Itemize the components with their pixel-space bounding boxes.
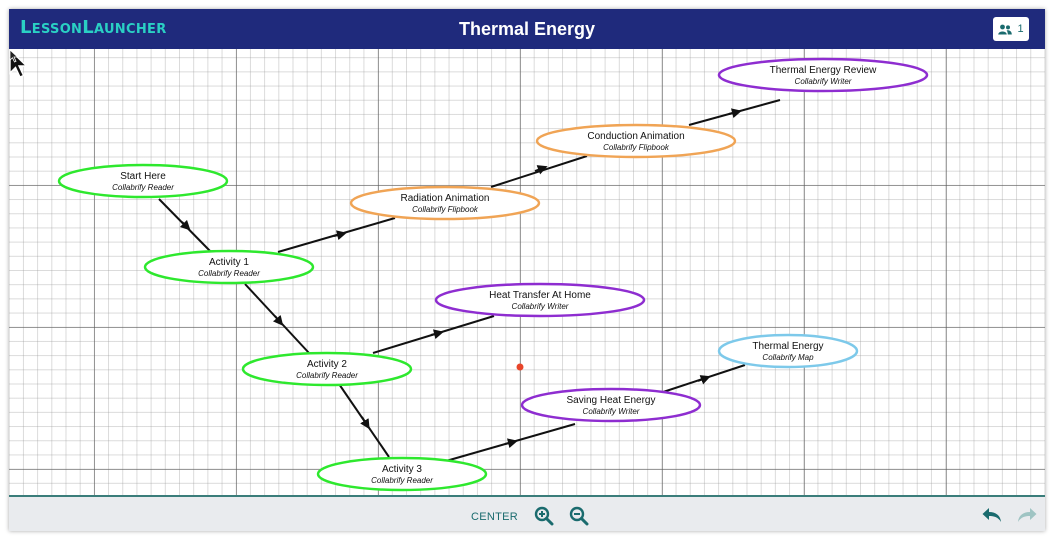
node-title: Thermal Energy: [752, 341, 823, 352]
zoom-in-icon[interactable]: [534, 506, 554, 526]
node-activity-1[interactable]: Activity 1 Collabrify Reader: [143, 249, 315, 285]
users-button[interactable]: 1: [993, 17, 1029, 41]
lessonlauncher-logo[interactable]: LessonLauncher: [20, 17, 167, 38]
node-title: Activity 1: [209, 257, 249, 268]
redo-icon[interactable]: [1016, 505, 1038, 525]
node-title: Start Here: [120, 171, 166, 182]
undo-icon[interactable]: [981, 505, 1003, 525]
node-type: Collabrify Map: [762, 353, 814, 362]
node-activity-3[interactable]: Activity 3 Collabrify Reader: [316, 456, 488, 492]
node-saving-heat-energy[interactable]: Saving Heat Energy Collabrify Writer: [520, 387, 702, 423]
app-window: LessonLauncher Thermal Energy 1: [9, 9, 1045, 531]
pointer-cursor-icon: [9, 49, 19, 63]
node-start-here[interactable]: Start Here Collabrify Reader: [57, 163, 229, 199]
node-activity-2[interactable]: Activity 2 Collabrify Reader: [241, 351, 413, 387]
page-title: Thermal Energy: [458, 19, 596, 39]
node-type: Collabrify Reader: [371, 476, 433, 485]
node-type: Collabrify Writer: [795, 77, 852, 86]
node-title: Heat Transfer At Home: [489, 290, 591, 301]
node-title: Saving Heat Energy: [567, 395, 656, 406]
connector-saving-thermal-map[interactable]: [653, 364, 746, 396]
connector-activity2-activity3[interactable]: [338, 383, 390, 458]
connector-start-activity1[interactable]: [158, 198, 212, 253]
node-conduction-animation[interactable]: Conduction Animation Collabrify Flipbook: [535, 123, 737, 159]
node-title: Activity 3: [382, 464, 422, 475]
node-type: Collabrify Writer: [512, 302, 569, 311]
node-title: Conduction Animation: [587, 131, 684, 142]
node-type: Collabrify Reader: [296, 371, 358, 380]
users-count: 1: [1017, 23, 1024, 35]
canvas-toolbar: CENTER: [9, 495, 1045, 531]
connector-radiation-conduction[interactable]: [490, 155, 588, 188]
connector-activity1-activity2[interactable]: [244, 283, 310, 354]
node-radiation-animation[interactable]: Radiation Animation Collabrify Flipbook: [349, 185, 541, 221]
people-icon: [998, 24, 1013, 34]
connector-activity3-saving[interactable]: [445, 423, 576, 462]
node-type: Collabrify Flipbook: [412, 205, 479, 214]
connector-activity1-radiation[interactable]: [277, 217, 396, 253]
lesson-map-graph[interactable]: Start Here Collabrify Reader Activity 1 …: [9, 49, 1045, 495]
node-title: Radiation Animation: [401, 193, 490, 204]
node-type: Collabrify Reader: [112, 183, 174, 192]
canvas-center-dot: [516, 363, 524, 371]
node-type: Collabrify Reader: [198, 269, 260, 278]
node-thermal-energy-map[interactable]: Thermal Energy Collabrify Map: [717, 333, 859, 369]
node-thermal-energy-review[interactable]: Thermal Energy Review Collabrify Writer: [717, 57, 929, 93]
app-header: LessonLauncher Thermal Energy 1: [9, 9, 1045, 49]
connector-activity2-heat-transfer[interactable]: [372, 315, 495, 354]
node-heat-transfer-at-home[interactable]: Heat Transfer At Home Collabrify Writer: [434, 282, 646, 318]
node-type: Collabrify Writer: [583, 407, 640, 416]
lesson-map-canvas[interactable]: Start Here Collabrify Reader Activity 1 …: [9, 49, 1045, 495]
zoom-out-icon[interactable]: [569, 506, 589, 526]
node-title: Thermal Energy Review: [770, 65, 877, 76]
node-title: Activity 2: [307, 359, 347, 370]
node-type: Collabrify Flipbook: [603, 143, 670, 152]
connector-conduction-review[interactable]: [688, 99, 781, 126]
center-button[interactable]: CENTER: [471, 511, 519, 523]
